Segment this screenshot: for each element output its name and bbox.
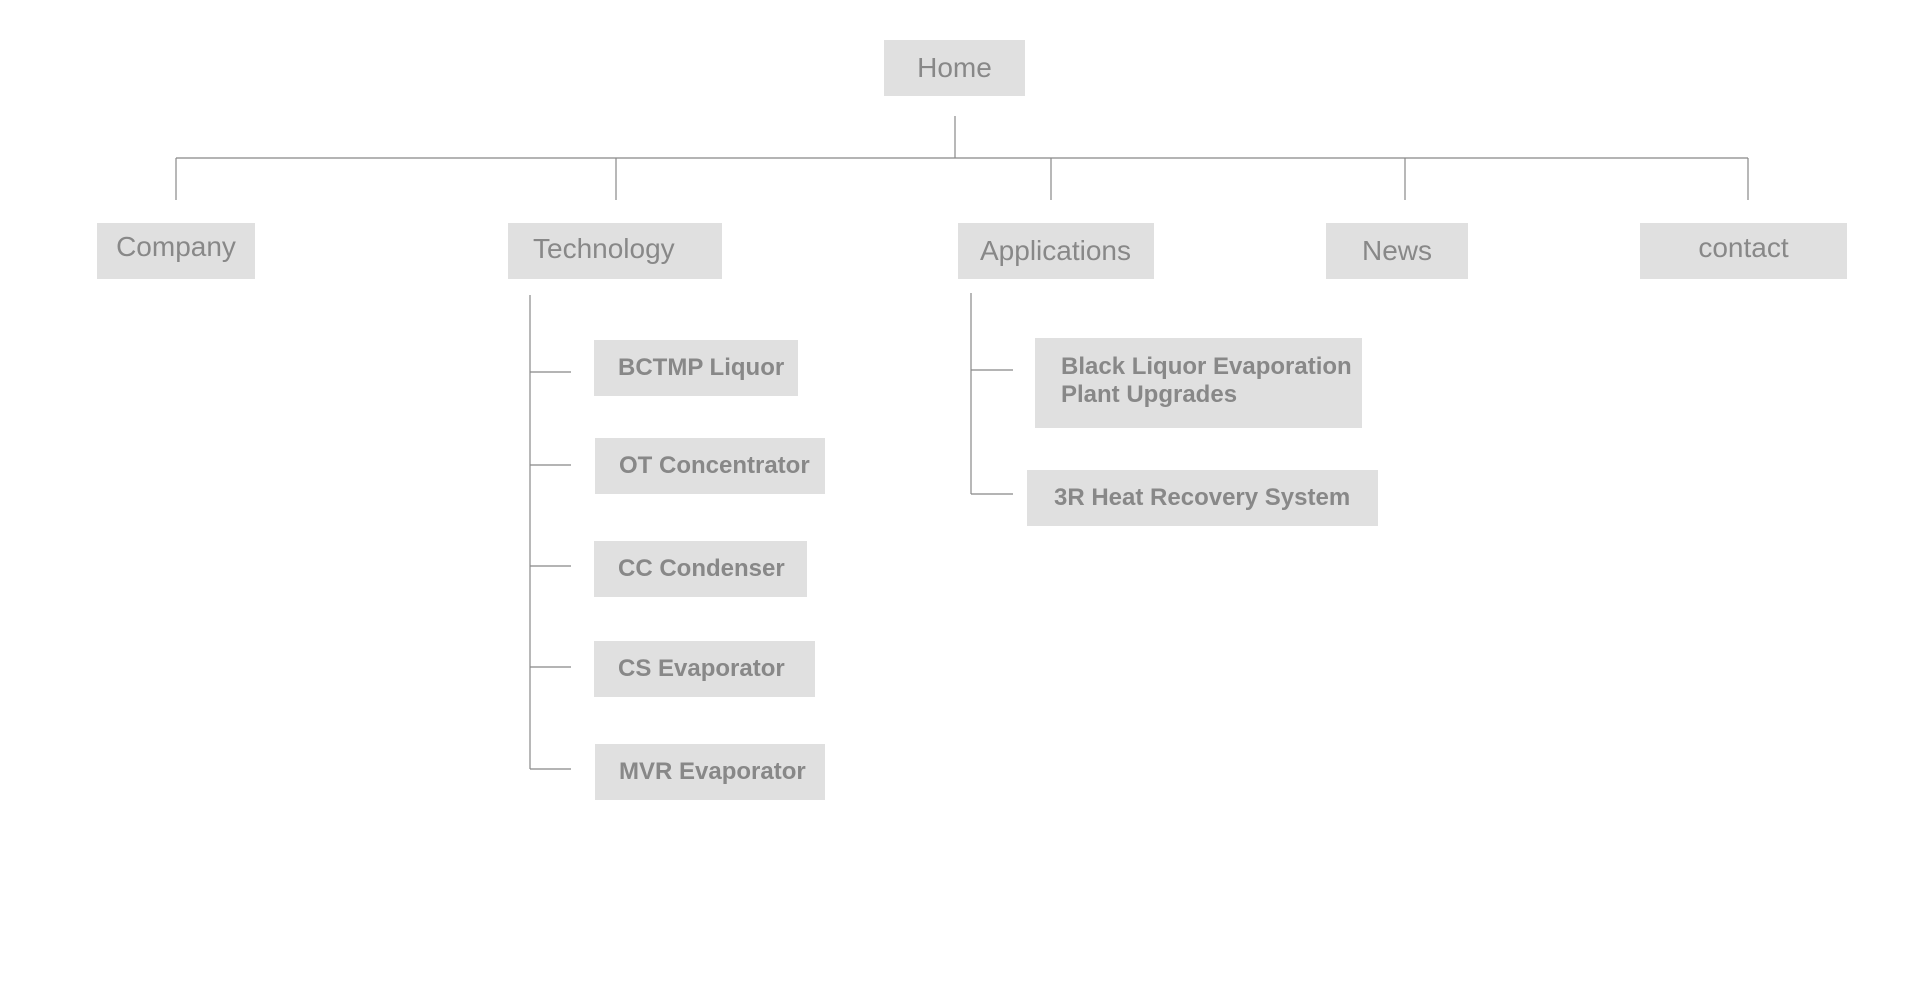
- technology-item-label: CS Evaporator: [618, 655, 785, 682]
- applications-label: Applications: [980, 235, 1131, 266]
- applications-node[interactable]: Applications: [958, 223, 1154, 279]
- technology-item-label: MVR Evaporator: [619, 758, 806, 785]
- contact-label: contact: [1698, 232, 1789, 263]
- technology-item-mvr-evaporator[interactable]: MVR Evaporator: [595, 744, 825, 800]
- home-label: Home: [917, 52, 992, 83]
- applications-item-label: Black Liquor Evaporation Plant Upgrades: [1061, 353, 1352, 409]
- company-node[interactable]: Company: [97, 223, 255, 279]
- news-node[interactable]: News: [1326, 223, 1468, 279]
- technology-node[interactable]: Technology: [508, 223, 722, 279]
- technology-item-label: BCTMP Liquor: [618, 354, 785, 381]
- applications-item-label-line-1: Black Liquor Evaporation: [1061, 353, 1352, 380]
- technology-item-label: OT Concentrator: [619, 452, 810, 479]
- applications-item-black-liquor[interactable]: Black Liquor Evaporation Plant Upgrades: [1035, 338, 1362, 428]
- applications-item-label: 3R Heat Recovery System: [1054, 484, 1351, 511]
- company-label: Company: [116, 231, 236, 262]
- technology-item-cs-evaporator[interactable]: CS Evaporator: [594, 641, 815, 697]
- news-label: News: [1361, 235, 1432, 266]
- technology-item-ot-concentrator[interactable]: OT Concentrator: [595, 438, 825, 494]
- technology-label: Technology: [533, 233, 675, 264]
- technology-item-bctmp-liquor[interactable]: BCTMP Liquor: [594, 340, 798, 396]
- contact-node[interactable]: contact: [1640, 223, 1847, 279]
- applications-item-3r-heat-recovery[interactable]: 3R Heat Recovery System: [1027, 470, 1378, 526]
- applications-item-label-line-2: Plant Upgrades: [1061, 381, 1238, 408]
- home-node[interactable]: Home: [884, 40, 1025, 96]
- technology-item-label: CC Condenser: [618, 555, 785, 582]
- technology-item-cc-condenser[interactable]: CC Condenser: [594, 541, 807, 597]
